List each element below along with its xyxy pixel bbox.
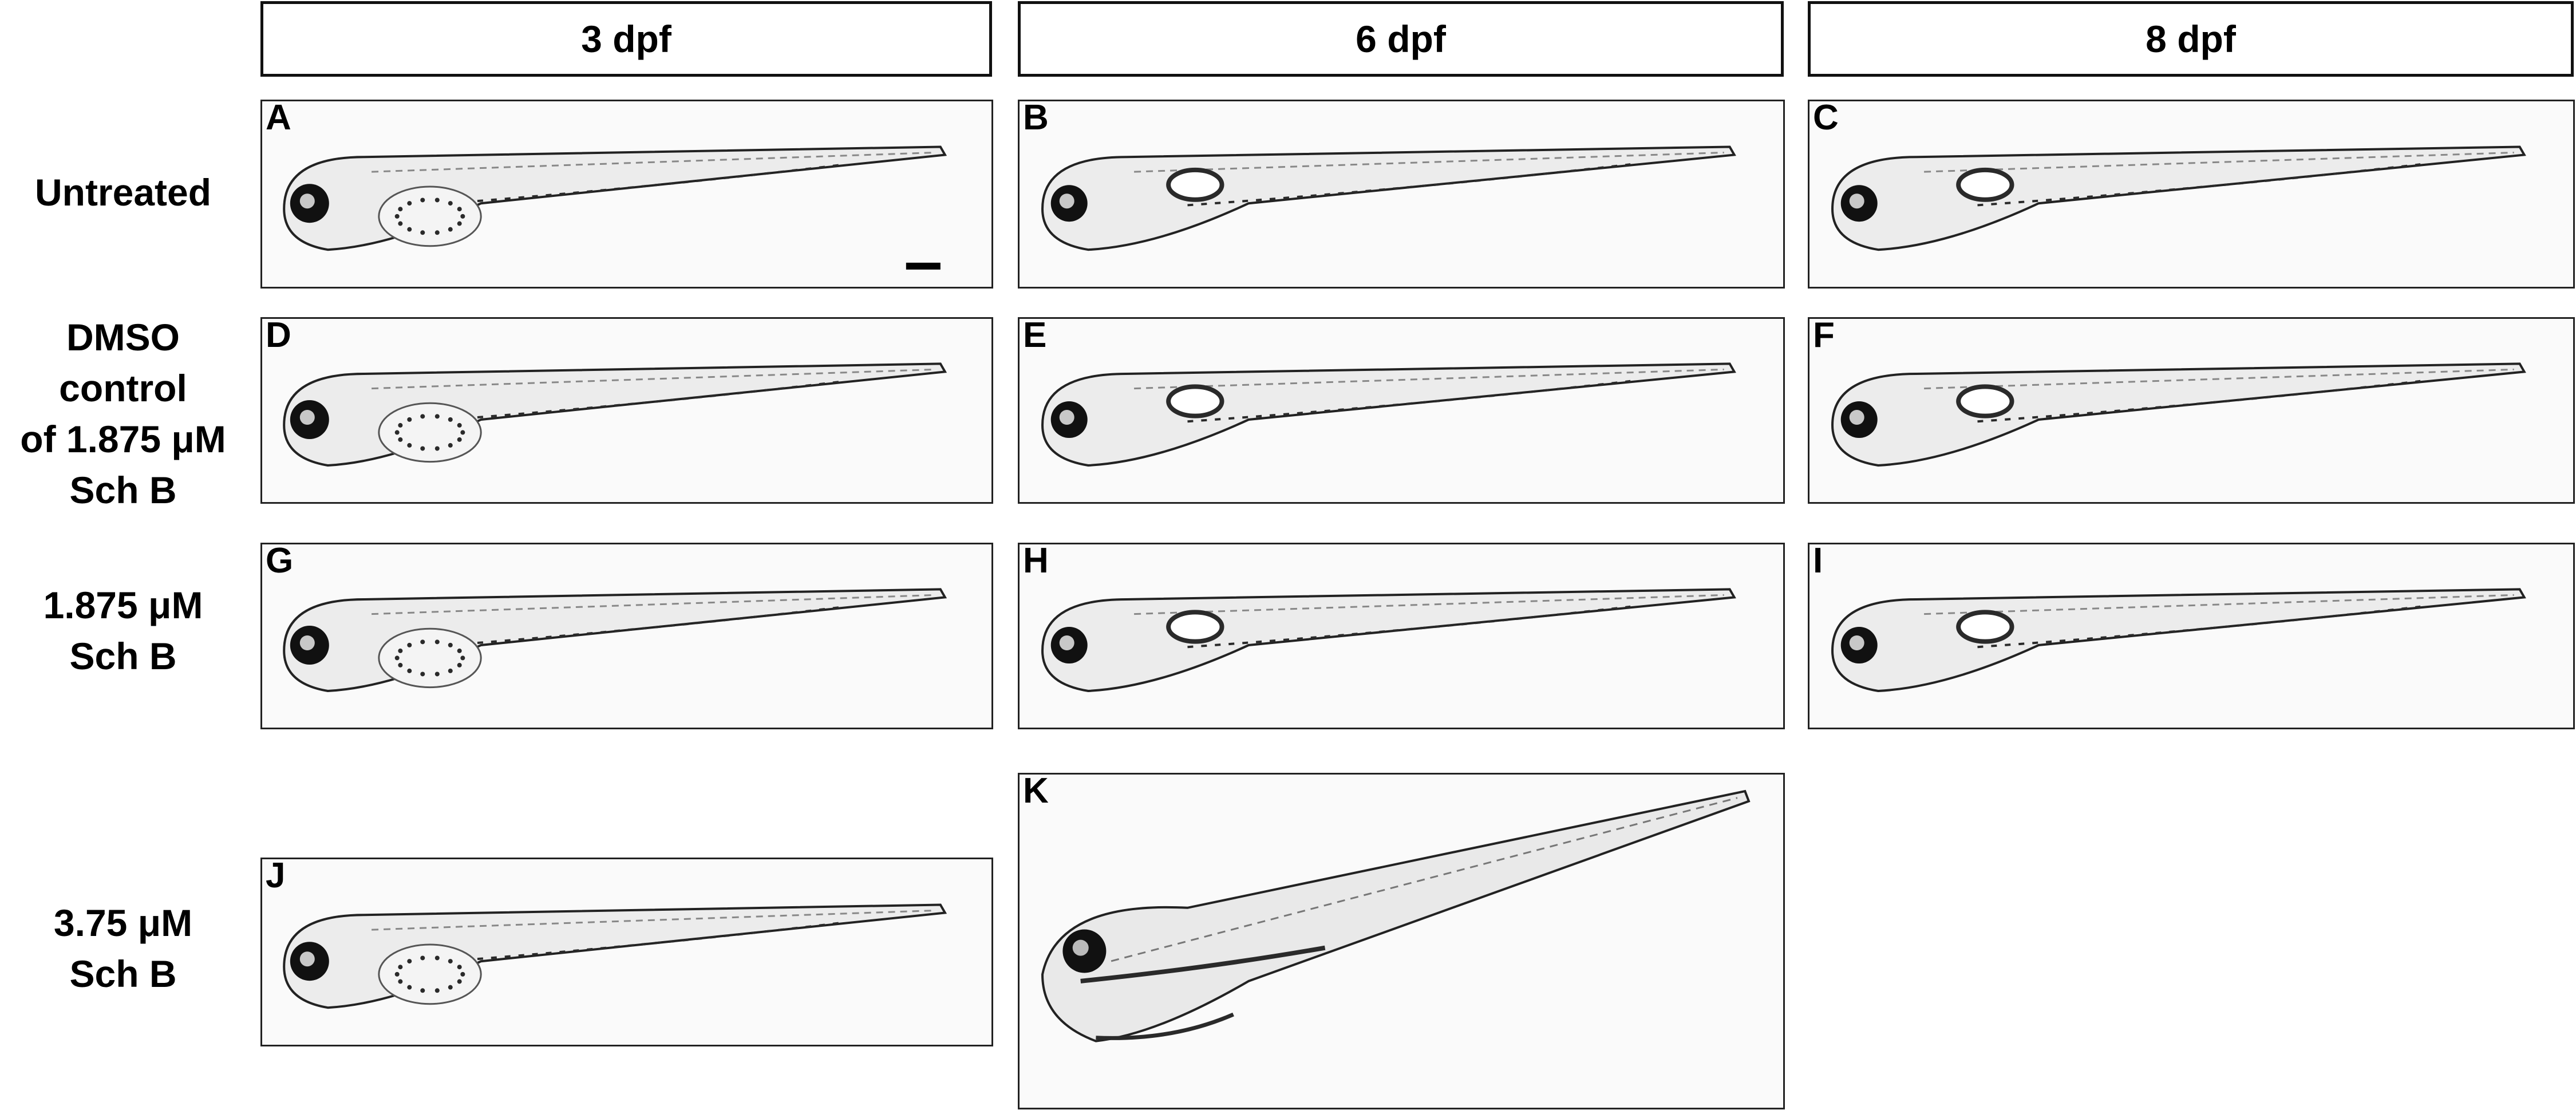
panel-d: D [260, 317, 993, 504]
larva-image-8dpf [1831, 362, 2526, 467]
larva-image-6dpf [1041, 588, 1736, 693]
panel-letter: F [1813, 317, 1835, 355]
column-header-8dpf: 8 dpf [1808, 1, 2574, 77]
panel-b: B [1018, 100, 1785, 289]
panel-i: I [1808, 543, 2575, 729]
larva-image-3dpf [283, 588, 947, 693]
panel-h: H [1018, 543, 1785, 729]
larva-image-8dpf [1831, 588, 2526, 693]
panel-letter: I [1813, 543, 1823, 580]
panel-a: A [260, 100, 993, 289]
panel-letter: B [1023, 100, 1049, 137]
panel-letter: D [266, 317, 291, 355]
panel-f: F [1808, 317, 2575, 504]
row-label-untreated: Untreated [34, 171, 212, 214]
panel-letter: E [1023, 317, 1047, 355]
panel-c: C [1808, 100, 2575, 289]
panel-letter: A [266, 100, 291, 137]
larva-image-6dpf [1041, 362, 1736, 467]
panel-letter: H [1023, 543, 1049, 580]
panel-k: K [1018, 773, 1785, 1109]
row-label-1875-schb: 1.875 μM Sch B [43, 584, 203, 678]
larva-image-3dpf [283, 145, 947, 270]
panel-letter: G [266, 543, 294, 580]
larva-image-6dpf-curved [1041, 789, 1751, 1042]
larva-image-6dpf [1041, 145, 1736, 251]
panel-j: J [260, 858, 993, 1046]
row-label-dmso-control: DMSO control of 1.875 μM Sch B [20, 316, 226, 512]
panel-letter: J [266, 858, 286, 895]
larva-image-3dpf [283, 903, 947, 1009]
larva-image-8dpf [1831, 145, 2526, 251]
panel-g: G [260, 543, 993, 729]
panel-letter: C [1813, 100, 1839, 137]
panel-letter: K [1023, 773, 1049, 811]
larva-image-3dpf [283, 362, 947, 467]
row-label-375-schb: 3.75 μM Sch B [53, 902, 193, 996]
column-header-6dpf: 6 dpf [1018, 1, 1784, 77]
panel-e: E [1018, 317, 1785, 504]
column-header-3dpf: 3 dpf [260, 1, 992, 77]
